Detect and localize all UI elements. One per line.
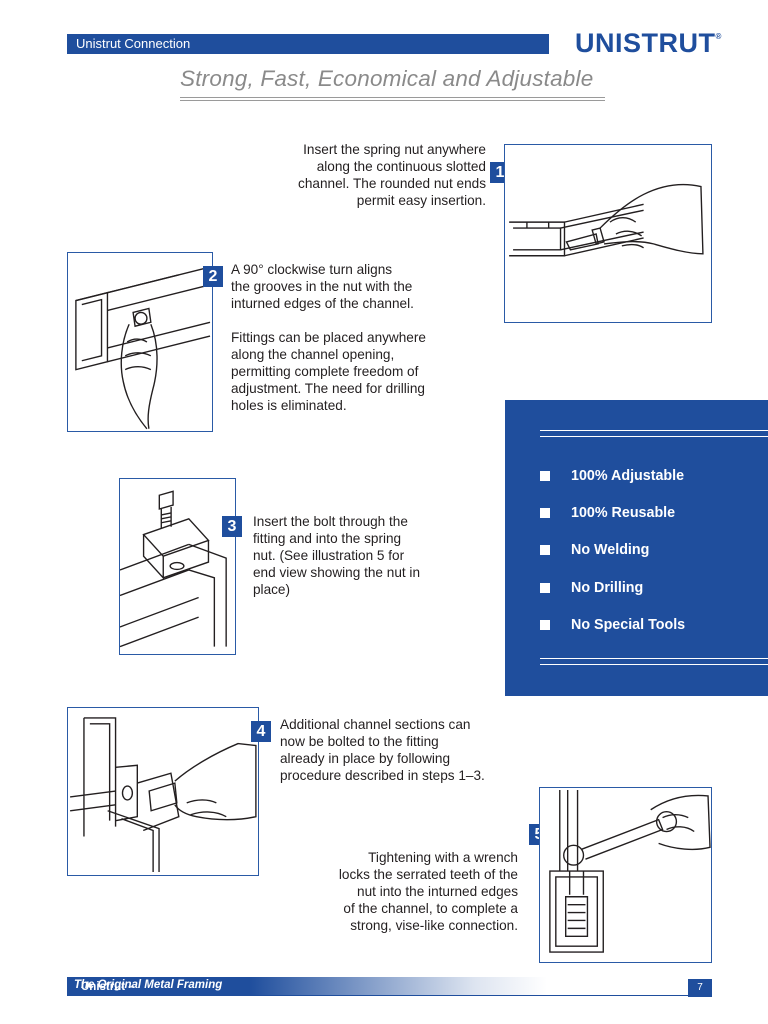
channel-section-illustration bbox=[70, 717, 257, 873]
feature-item: No Special Tools bbox=[540, 617, 685, 633]
bolt-fitting-illustration bbox=[120, 490, 227, 648]
step-1-text: Insert the spring nut anywhere along the… bbox=[298, 142, 486, 208]
bullet-square-icon bbox=[540, 508, 550, 518]
feature-item: No Welding bbox=[540, 542, 649, 558]
panel-rule bbox=[540, 664, 768, 666]
panel-rule bbox=[540, 430, 768, 432]
title-rule-bottom bbox=[180, 100, 605, 101]
step-1-illustration bbox=[504, 144, 712, 323]
feature-item: 100% Adjustable bbox=[540, 468, 684, 484]
page-number: 7 bbox=[688, 979, 712, 997]
nut-turn-illustration bbox=[75, 266, 211, 430]
step-4-illustration bbox=[67, 707, 259, 876]
step-4-badge: 4 bbox=[251, 721, 271, 742]
step-3-illustration bbox=[119, 478, 236, 655]
step-2-badge: 2 bbox=[203, 266, 223, 287]
step-5-text: Tightening with a wrench locks the serra… bbox=[338, 850, 518, 933]
section-label: Unistrut Connection bbox=[76, 36, 191, 51]
panel-rule bbox=[540, 436, 768, 438]
wrench-tightening-illustration bbox=[549, 789, 711, 953]
step-2-illustration bbox=[67, 252, 213, 432]
feature-item: 100% Reusable bbox=[540, 505, 675, 521]
bullet-square-icon bbox=[540, 545, 550, 555]
channel-insert-illustration bbox=[509, 183, 704, 257]
step-3-text: Insert the bolt through the fitting and … bbox=[253, 514, 421, 597]
step-2-paragraph-1: A 90° clockwise turn aligns the grooves … bbox=[231, 262, 414, 311]
bullet-square-icon bbox=[540, 471, 550, 481]
footer-rule bbox=[67, 995, 712, 997]
title-rule-top bbox=[180, 97, 605, 98]
step-4-text: Additional channel sections can now be b… bbox=[280, 717, 485, 783]
section-header-bar: Unistrut Connection bbox=[67, 34, 549, 54]
footer-tagline: The Original Metal Framing bbox=[74, 979, 223, 991]
step-3-badge: 3 bbox=[222, 516, 242, 537]
unistrut-logo: UNISTRUT® bbox=[575, 28, 722, 58]
step-5-illustration bbox=[539, 787, 712, 963]
panel-rule bbox=[540, 658, 768, 660]
feature-item: No Drilling bbox=[540, 580, 643, 596]
features-panel: 100% Adjustable 100% Reusable No Welding… bbox=[505, 400, 768, 696]
step-2-paragraph-2: Fittings can be placed anywhere along th… bbox=[231, 330, 426, 413]
page-title: Strong, Fast, Economical and Adjustable bbox=[180, 66, 594, 91]
bullet-square-icon bbox=[540, 583, 550, 593]
bullet-square-icon bbox=[540, 620, 550, 630]
footer-bar: Unistrut – The Original Metal Framing bbox=[67, 977, 547, 995]
footer-text: Unistrut – The Original Metal Framing bbox=[74, 979, 223, 993]
step-2-text: A 90° clockwise turn aligns the grooves … bbox=[231, 261, 471, 414]
